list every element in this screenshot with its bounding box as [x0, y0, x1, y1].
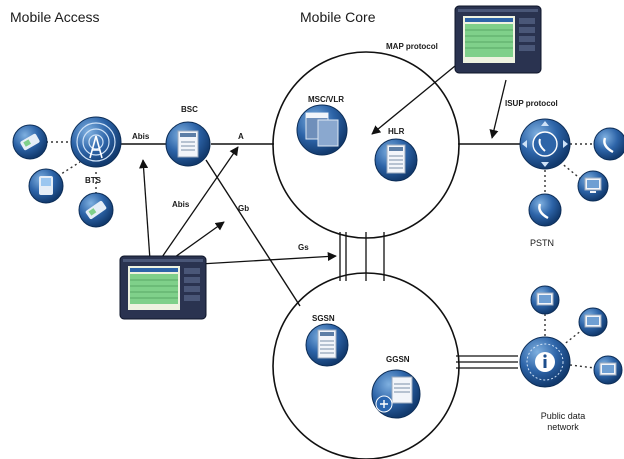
node-label-bsc: BSC [181, 105, 198, 114]
telephone-icon [528, 193, 562, 227]
mobile-phone-icon [78, 192, 114, 228]
desktop-pc-icon [577, 170, 609, 202]
mobile-core-packet-switched [272, 272, 460, 459]
monitor-arrow-map [371, 65, 456, 135]
monitor-arrow-a [159, 146, 239, 261]
desktop-pc-icon [578, 307, 608, 337]
mobile-phone-icon [12, 124, 48, 160]
desktop-pc-icon [593, 355, 623, 385]
monitor-arrow-abis [139, 159, 151, 261]
link-label-a: A [238, 132, 244, 141]
server-icon [305, 323, 349, 367]
link-label-isup-protocol: ISUP protocol [505, 99, 558, 108]
node-label-msc: MSC/VLR [308, 95, 344, 104]
monitor-arrow-gs [199, 251, 337, 265]
link-label-map-protocol: MAP protocol [386, 42, 438, 51]
data-line [561, 329, 583, 347]
monitor-arrow-gb [167, 221, 225, 263]
network-globe-icon [519, 336, 571, 388]
monitor-arrow-isup [489, 79, 507, 139]
controller-icon [165, 121, 211, 167]
node-label-public-data-network: Public data network [540, 411, 586, 432]
telephone-switch-icon [519, 118, 571, 170]
telephone-icon [593, 127, 624, 161]
pda-icon [28, 168, 64, 204]
data-line [569, 364, 596, 369]
link-label-abis: Abis [132, 132, 150, 141]
desktop-pc-icon [530, 285, 560, 315]
node-label-sgsn: SGSN [312, 314, 335, 323]
database-icon [296, 104, 348, 156]
protocol-analyzer-icon [119, 255, 207, 320]
link-label-gb: Gb [238, 204, 250, 213]
node-label-pstn: PSTN [530, 238, 555, 248]
radio-tower-icon [70, 116, 122, 168]
pstn-line [559, 161, 583, 181]
node-label-ggsn: GGSN [386, 355, 410, 364]
server-icon [374, 138, 418, 182]
section-title-mobile-access: Mobile Access [10, 9, 100, 25]
protocol-analyzer-icon [454, 5, 542, 74]
link-label-gs: Gs [298, 243, 309, 252]
radio-link [57, 161, 81, 177]
link-label-abis: Abis [172, 200, 190, 209]
section-title-mobile-core: Mobile Core [300, 9, 376, 25]
node-label-hlr: HLR [388, 127, 405, 136]
gb-link [205, 159, 301, 307]
node-label-bts: BTS [85, 176, 101, 185]
router-server-icon [371, 369, 421, 419]
mobile-core-circs-switched [272, 51, 460, 239]
